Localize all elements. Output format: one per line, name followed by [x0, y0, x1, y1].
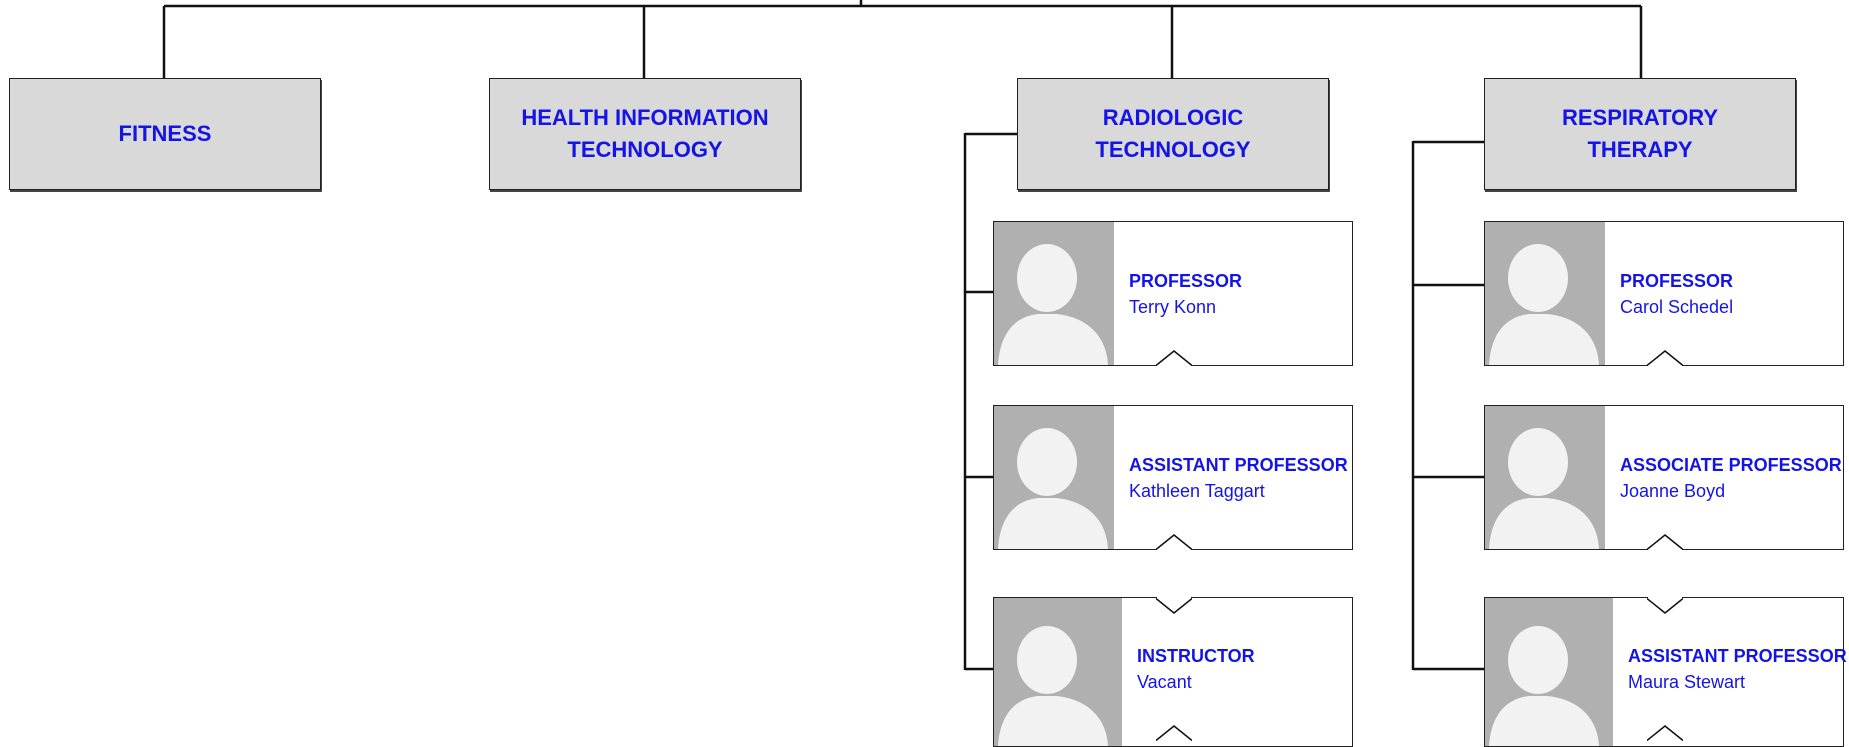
department-title-line2: TECHNOLOGY: [567, 137, 723, 162]
staff-title: ASSISTANT PROFESSOR: [1628, 646, 1847, 666]
staff-title: ASSISTANT PROFESSOR: [1129, 454, 1348, 475]
department-title-line1: RESPIRATORY: [1561, 105, 1719, 130]
staff-name: Vacant: [1137, 672, 1192, 692]
department-title: FITNESS: [118, 121, 212, 146]
expand-caret-icon[interactable]: [1647, 349, 1683, 367]
staff-card[interactable]: ASSISTANT PROFESSOR Maura Stewart: [1484, 596, 1847, 747]
department-title-line2: THERAPY: [1587, 137, 1693, 162]
avatar: [994, 222, 1114, 365]
staff-card[interactable]: INSTRUCTOR Vacant: [993, 596, 1353, 747]
avatar: [994, 406, 1114, 549]
staff-name: Joanne Boyd: [1620, 480, 1726, 501]
staff-card[interactable]: ASSOCIATE PROFESSOR Joanne Boyd: [1484, 405, 1844, 551]
department-box-fitness[interactable]: FITNESS: [9, 78, 321, 190]
expand-caret-icon[interactable]: [1156, 533, 1192, 551]
department-box-health-information-technology[interactable]: HEALTH INFORMATION TECHNOLOGY: [489, 78, 801, 190]
department-box-radiologic-technology[interactable]: RADIOLOGIC TECHNOLOGY: [1017, 78, 1329, 190]
avatar: [994, 598, 1122, 746]
collapse-caret-icon[interactable]: [1156, 596, 1192, 615]
staff-title: ASSOCIATE PROFESSOR: [1620, 454, 1842, 475]
staff-title: PROFESSOR: [1129, 270, 1243, 291]
staff-name: Kathleen Taggart: [1129, 480, 1265, 501]
avatar: [1485, 406, 1605, 549]
expand-caret-icon[interactable]: [1156, 724, 1192, 742]
staff-card[interactable]: PROFESSOR Terry Konn: [993, 221, 1353, 367]
expand-caret-icon[interactable]: [1156, 349, 1192, 367]
staff-name: Terry Konn: [1129, 296, 1217, 317]
expand-caret-icon[interactable]: [1647, 724, 1683, 742]
expand-caret-icon[interactable]: [1647, 533, 1683, 551]
avatar: [1485, 598, 1613, 746]
staff-name: Maura Stewart: [1628, 672, 1746, 692]
staff-title: PROFESSOR: [1620, 270, 1734, 291]
department-title-line2: TECHNOLOGY: [1095, 137, 1251, 162]
staff-title: INSTRUCTOR: [1137, 646, 1255, 666]
collapse-caret-icon[interactable]: [1647, 596, 1683, 615]
staff-card[interactable]: ASSISTANT PROFESSOR Kathleen Taggart: [993, 405, 1353, 551]
department-title-line1: HEALTH INFORMATION: [521, 105, 769, 130]
department-box-respiratory-therapy[interactable]: RESPIRATORY THERAPY: [1484, 78, 1796, 190]
avatar: [1485, 222, 1605, 365]
staff-card[interactable]: PROFESSOR Carol Schedel: [1484, 221, 1844, 367]
staff-name: Carol Schedel: [1620, 296, 1734, 317]
department-title-line1: RADIOLOGIC: [1102, 105, 1244, 130]
